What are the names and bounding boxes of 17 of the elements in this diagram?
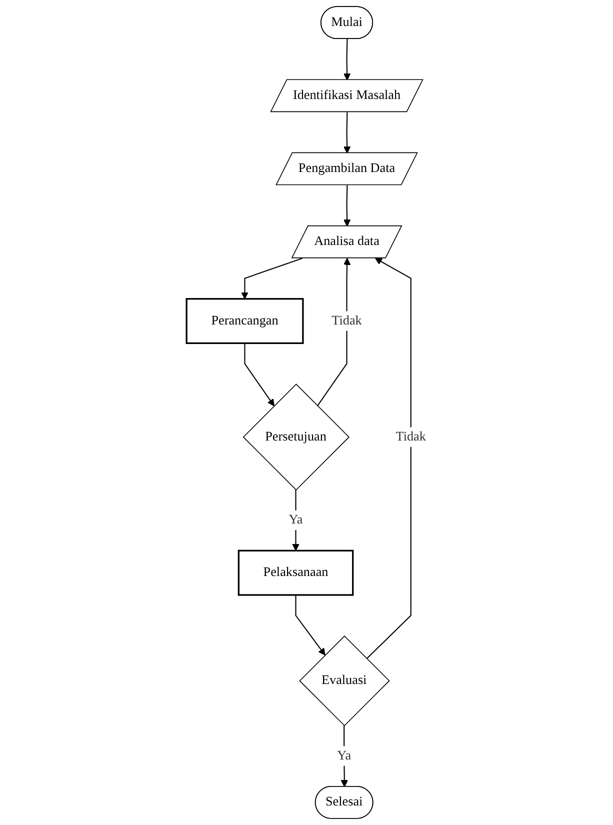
arrow — [292, 490, 300, 551]
edge-label: Ya — [288, 512, 304, 527]
arrow — [344, 112, 351, 154]
edge-label: Ya — [337, 748, 352, 763]
node-diamond: Persetujuan — [243, 384, 350, 490]
arrow — [341, 726, 348, 788]
edge-label: Tidak — [396, 430, 426, 444]
edge-label: Tidak — [332, 314, 362, 328]
arrow — [244, 343, 275, 406]
arrow — [344, 39, 351, 80]
arrow — [366, 258, 412, 660]
node-box: Pelaksanaan — [238, 550, 354, 596]
arrow — [241, 258, 303, 300]
node-diamond: Evaluasi — [299, 635, 390, 726]
node-box: Perancangan — [186, 298, 304, 344]
arrow — [344, 185, 351, 227]
arrow — [295, 595, 326, 656]
